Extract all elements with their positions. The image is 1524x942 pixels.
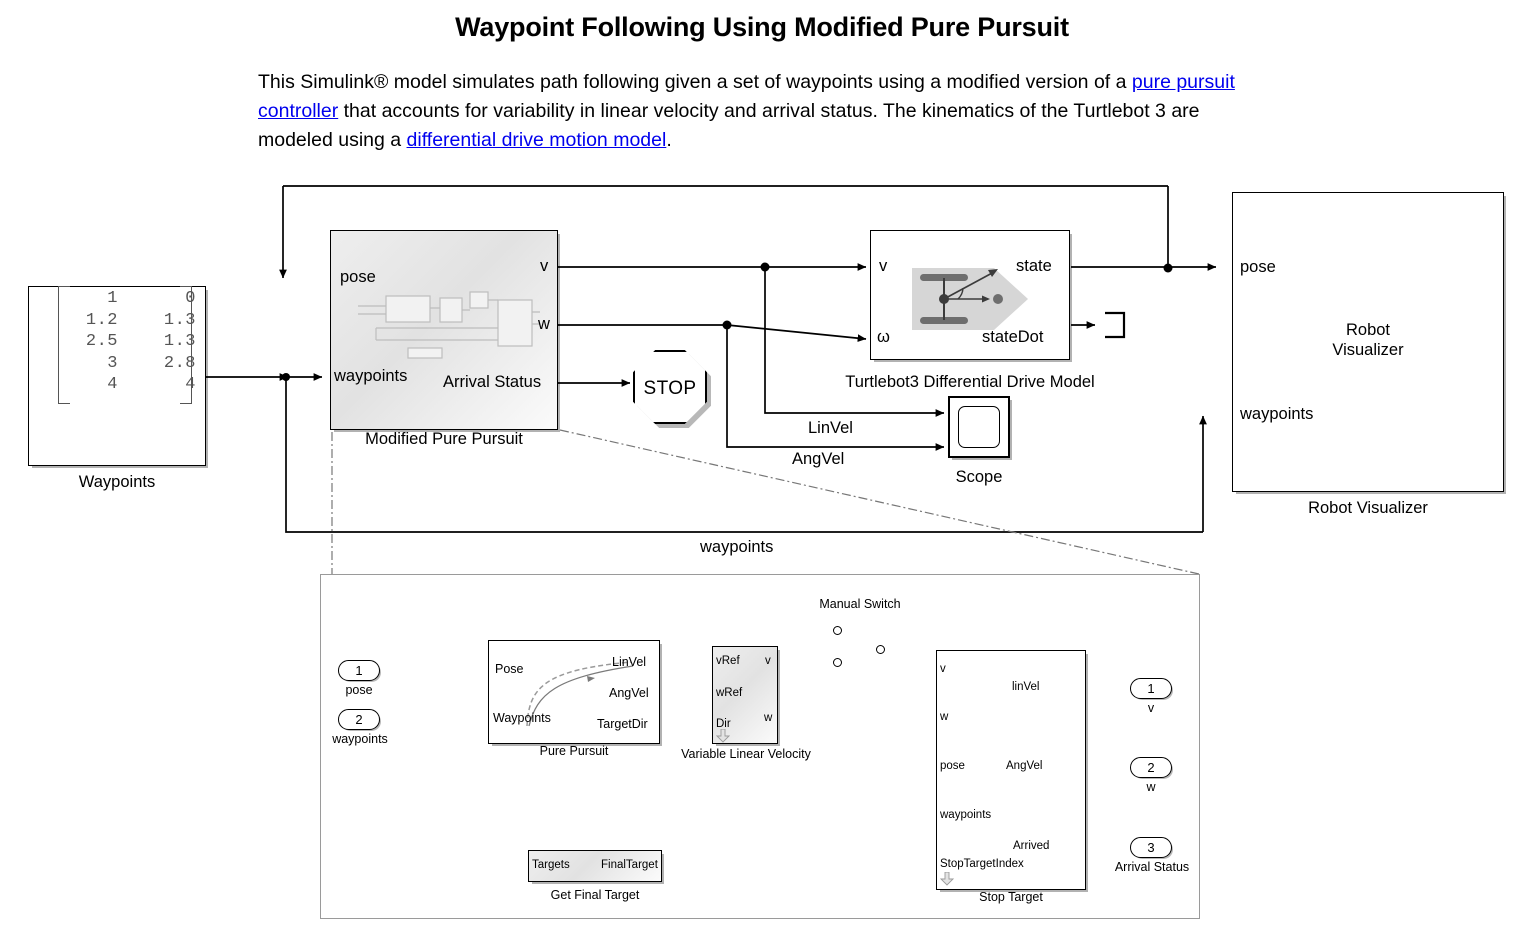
desc-text-2: that accounts for variability in linear … bbox=[258, 100, 1200, 151]
mpp-port-arrival-status: Arrival Status bbox=[443, 373, 542, 391]
signal-label-waypoints-feedback: waypoints bbox=[700, 538, 774, 556]
manual-switch-input-bottom[interactable] bbox=[833, 658, 842, 667]
mpp-port-pose: pose bbox=[340, 268, 376, 286]
purepursuit-port-targetdir: TargetDir bbox=[597, 717, 648, 731]
stoptarget-port-linvel: linVel bbox=[1012, 681, 1040, 693]
variable-linear-velocity-label: Variable Linear Velocity bbox=[681, 747, 811, 761]
vlv-port-dir: Dir bbox=[716, 718, 731, 730]
matrix-cell: 4 bbox=[185, 375, 196, 394]
waypoints-block-label: Waypoints bbox=[78, 473, 156, 491]
matrix-row: 2.5 1.3 bbox=[60, 331, 210, 353]
robotviz-port-waypoints: waypoints bbox=[1240, 405, 1314, 423]
diffdrive-port-state: state bbox=[1016, 257, 1052, 275]
gft-port-finaltarget: FinalTarget bbox=[601, 859, 658, 871]
inport-2-label: waypoints bbox=[332, 732, 388, 746]
robot-visualizer-block[interactable] bbox=[1232, 192, 1504, 492]
signal-label-angvel: AngVel bbox=[792, 450, 845, 468]
robot-visualizer-inner-text: Robot Visualizer bbox=[1232, 320, 1504, 360]
stoptarget-port-arrived: Arrived bbox=[1013, 840, 1050, 852]
stop-target-block[interactable] bbox=[936, 650, 1086, 890]
inport-1-pose[interactable]: 1 bbox=[338, 660, 380, 681]
matrix-cell: 4 bbox=[107, 375, 118, 394]
pure-pursuit-controller-link[interactable]: pure pursuit controller bbox=[258, 71, 1235, 122]
terminator-icon bbox=[1105, 311, 1126, 339]
robotviz-inner-line1: Robot bbox=[1345, 321, 1391, 339]
matrix-cell: 1.3 bbox=[163, 332, 196, 351]
purepursuit-port-pose: Pose bbox=[495, 662, 524, 676]
inport-2-waypoints[interactable]: 2 bbox=[338, 709, 380, 730]
scope-screen-icon bbox=[958, 406, 1000, 448]
matrix-cell: 1 bbox=[107, 289, 118, 308]
matrix-bracket-right bbox=[180, 286, 192, 404]
page-title: Waypoint Following Using Modified Pure P… bbox=[455, 12, 1069, 42]
outport-3-label: Arrival Status bbox=[1114, 860, 1190, 874]
matrix-row: 1.2 1.3 bbox=[60, 310, 210, 332]
matrix-cell: 2.8 bbox=[163, 353, 196, 373]
stoptarget-port-stoptargetindex: StopTargetIndex bbox=[940, 858, 1024, 870]
mpp-port-v: v bbox=[540, 257, 549, 275]
vlv-port-vref: vRef bbox=[716, 655, 740, 667]
scope-block[interactable] bbox=[948, 396, 1010, 458]
stoptarget-port-pose: pose bbox=[940, 760, 965, 772]
matrix-cell: 1.2 bbox=[85, 310, 118, 330]
robot-visualizer-label: Robot Visualizer bbox=[1308, 499, 1428, 517]
subsystem-expansion-connector bbox=[331, 429, 1200, 575]
purepursuit-port-linvel: LinVel bbox=[612, 655, 647, 669]
outport-3-arrival-status[interactable]: 3 bbox=[1130, 837, 1172, 858]
manual-switch-output[interactable] bbox=[876, 645, 885, 654]
stoptarget-port-angvel: AngVel bbox=[1006, 760, 1043, 772]
get-final-target-label: Get Final Target bbox=[550, 888, 640, 902]
purepursuit-port-angvel: AngVel bbox=[609, 686, 649, 700]
vlv-port-w: w bbox=[764, 712, 773, 724]
stoptarget-port-v: v bbox=[940, 663, 946, 675]
stoptarget-port-waypoints: waypoints bbox=[940, 809, 992, 821]
desc-text-1: This Simulink® model simulates path foll… bbox=[258, 71, 1132, 93]
modified-pure-pursuit-block[interactable] bbox=[330, 230, 558, 430]
robotviz-port-pose: pose bbox=[1240, 258, 1276, 276]
modified-pure-pursuit-label: Modified Pure Pursuit bbox=[365, 430, 523, 448]
pure-pursuit-label: Pure Pursuit bbox=[539, 744, 609, 758]
stoptarget-port-w: w bbox=[940, 711, 949, 723]
desc-text-3: . bbox=[666, 129, 672, 151]
variable-linear-velocity-block[interactable] bbox=[712, 646, 778, 744]
manual-switch-input-top[interactable] bbox=[833, 626, 842, 635]
signal-label-linvel: LinVel bbox=[808, 419, 853, 437]
vlv-port-v: v bbox=[765, 655, 771, 667]
stop-target-label: Stop Target bbox=[979, 890, 1043, 904]
page-description: This Simulink® model simulates path foll… bbox=[258, 68, 1238, 155]
purepursuit-port-waypoints: Waypoints bbox=[493, 711, 551, 725]
diffdrive-port-omega: ω bbox=[877, 328, 890, 346]
matrix-cell: 3 bbox=[107, 353, 118, 373]
scope-label: Scope bbox=[955, 468, 1003, 486]
manual-switch-label: Manual Switch bbox=[819, 597, 901, 611]
mpp-port-w: w bbox=[538, 315, 550, 333]
inport-1-label: pose bbox=[345, 683, 373, 697]
diffdrive-port-statedot: stateDot bbox=[982, 328, 1044, 346]
stop-block[interactable]: STOP bbox=[633, 350, 707, 424]
gft-port-targets: Targets bbox=[532, 859, 570, 871]
differential-drive-label: Turtlebot3 Differential Drive Model bbox=[845, 373, 1095, 391]
vlv-port-wref: wRef bbox=[716, 687, 743, 699]
get-final-target-block[interactable] bbox=[528, 850, 662, 882]
matrix-cell: 1.3 bbox=[163, 310, 196, 330]
outport-2-label: w bbox=[1146, 780, 1156, 794]
outport-1-label: v bbox=[1147, 701, 1155, 715]
matrix-cell: 0 bbox=[185, 289, 196, 308]
waypoints-block[interactable] bbox=[28, 286, 206, 466]
outport-1-v[interactable]: 1 bbox=[1130, 678, 1172, 699]
matrix-bracket-left bbox=[58, 286, 70, 404]
mpp-port-waypoints: waypoints bbox=[334, 367, 408, 385]
robotviz-inner-line2: Visualizer bbox=[1332, 341, 1404, 359]
matrix-cell: 2.5 bbox=[85, 332, 118, 351]
differential-drive-motion-model-link[interactable]: differential drive motion model bbox=[406, 129, 667, 151]
outport-2-w[interactable]: 2 bbox=[1130, 757, 1172, 778]
diffdrive-port-v: v bbox=[879, 257, 888, 275]
